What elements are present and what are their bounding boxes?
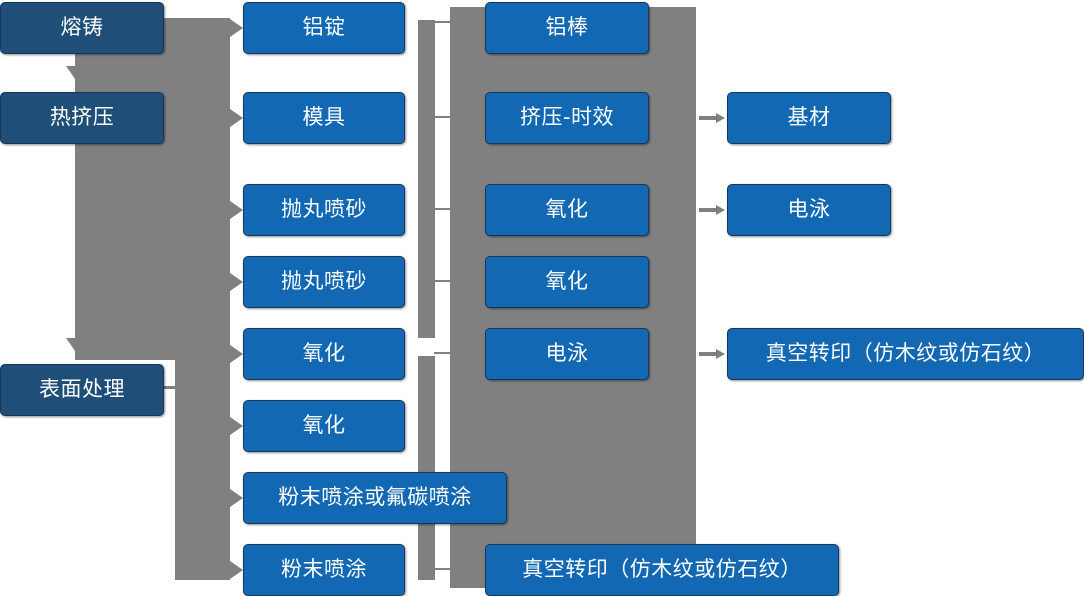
- proc-oxidation-2-label: 氧化: [302, 413, 346, 438]
- mid-tick-3: [434, 208, 456, 210]
- stage-down-notch-2-icon: [66, 338, 84, 351]
- mid-tick-5: [434, 352, 456, 354]
- stage-surface-treatment-label: 表面处理: [39, 377, 125, 402]
- mid-tick-2: [434, 116, 456, 118]
- proc-powder-or-pvdf-coating[interactable]: 粉末喷涂或氟碳喷涂: [243, 472, 507, 524]
- proc-aluminum-ingot[interactable]: 铝锭: [243, 2, 405, 54]
- out-vacuum-transfer[interactable]: 真空转印（仿木纹或仿石纹）: [727, 328, 1084, 380]
- stage-melt-cast-label: 熔铸: [60, 15, 104, 40]
- proc-vacuum-transfer-label: 真空转印（仿木纹或仿石纹）: [522, 557, 802, 582]
- proc-oxidation-4[interactable]: 氧化: [485, 256, 649, 308]
- proc-oxidation-3[interactable]: 氧化: [485, 184, 649, 236]
- left-notch-2-icon: [230, 109, 243, 127]
- proc-mold-label: 模具: [302, 105, 346, 130]
- left-notch-8-icon: [230, 561, 243, 579]
- proc-oxidation-4-label: 氧化: [545, 269, 589, 294]
- proc-oxidation-1[interactable]: 氧化: [243, 328, 405, 380]
- left-gray-band-stub: [164, 386, 184, 389]
- left-notch-1-icon: [230, 19, 243, 37]
- proc-electrophoresis-label: 电泳: [545, 341, 589, 366]
- out-substrate-label: 基材: [787, 105, 831, 130]
- stage-hot-extrude[interactable]: 热挤压: [0, 92, 164, 144]
- out-electrophoresis[interactable]: 电泳: [727, 184, 891, 236]
- mid-gray-bar: [418, 20, 435, 338]
- left-gray-band: [75, 18, 230, 360]
- mid-gray-bar-lower: [418, 356, 435, 580]
- mid-tick-4: [434, 280, 456, 282]
- left-notch-6-icon: [230, 417, 243, 435]
- mid-tick-6: [434, 568, 456, 570]
- arrow-to-substrate: [699, 113, 725, 123]
- proc-shot-blast-2[interactable]: 抛丸喷砂: [243, 256, 405, 308]
- arrow-to-electrophoresis: [699, 205, 725, 215]
- proc-aluminum-ingot-label: 铝锭: [302, 15, 346, 40]
- stage-melt-cast[interactable]: 熔铸: [0, 2, 164, 54]
- proc-oxidation-1-label: 氧化: [302, 341, 346, 366]
- proc-oxidation-2[interactable]: 氧化: [243, 400, 405, 452]
- proc-mold[interactable]: 模具: [243, 92, 405, 144]
- proc-shot-blast-1[interactable]: 抛丸喷砂: [243, 184, 405, 236]
- proc-aluminum-bar-label: 铝棒: [545, 15, 589, 40]
- proc-oxidation-3-label: 氧化: [545, 197, 589, 222]
- proc-electrophoresis[interactable]: 电泳: [485, 328, 649, 380]
- left-gray-band-lower: [175, 360, 230, 580]
- mid-tick-1: [434, 21, 456, 23]
- proc-aluminum-bar[interactable]: 铝棒: [485, 2, 649, 54]
- proc-extrude-aging-label: 挤压-时效: [519, 105, 615, 130]
- proc-shot-blast-1-label: 抛丸喷砂: [281, 197, 367, 222]
- proc-powder-coating-label: 粉末喷涂: [281, 557, 367, 582]
- proc-powder-or-pvdf-coating-label: 粉末喷涂或氟碳喷涂: [278, 485, 472, 510]
- left-notch-7-icon: [230, 489, 243, 507]
- proc-vacuum-transfer[interactable]: 真空转印（仿木纹或仿石纹）: [485, 544, 839, 596]
- out-substrate[interactable]: 基材: [727, 92, 891, 144]
- stage-surface-treatment[interactable]: 表面处理: [0, 364, 164, 416]
- out-electrophoresis-label: 电泳: [787, 197, 831, 222]
- arrow-to-vacuum-transfer: [699, 349, 725, 359]
- stage-hot-extrude-label: 热挤压: [49, 105, 115, 130]
- out-vacuum-transfer-label: 真空转印（仿木纹或仿石纹）: [765, 341, 1046, 366]
- stage-down-notch-icon: [66, 66, 84, 79]
- left-notch-5-icon: [230, 345, 243, 363]
- proc-extrude-aging[interactable]: 挤压-时效: [485, 92, 649, 144]
- left-notch-4-icon: [230, 273, 243, 291]
- proc-shot-blast-2-label: 抛丸喷砂: [281, 269, 367, 294]
- left-notch-3-icon: [230, 201, 243, 219]
- proc-powder-coating[interactable]: 粉末喷涂: [243, 544, 405, 596]
